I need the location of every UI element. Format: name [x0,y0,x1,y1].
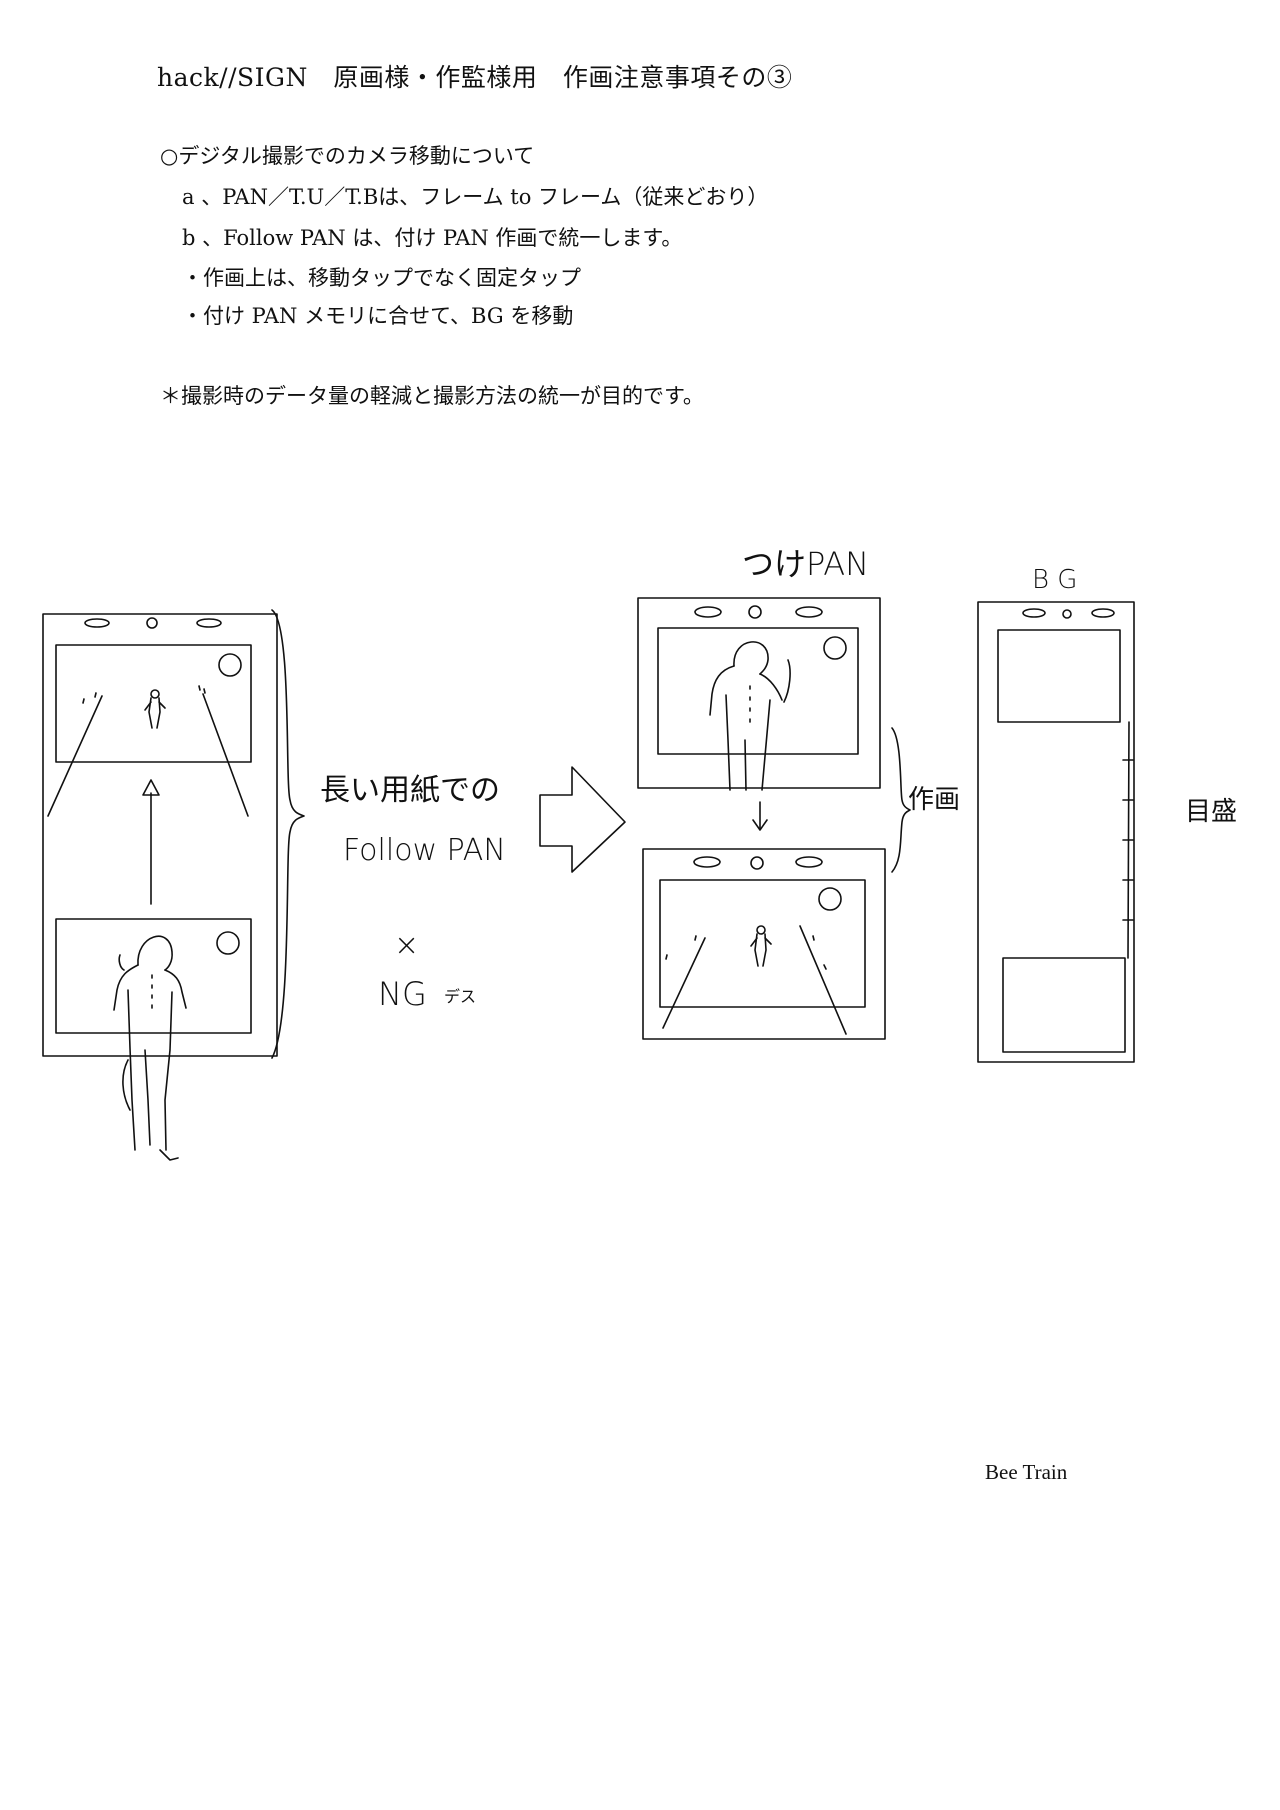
purpose-note: ＊撮影時のデータ量の軽減と撮影方法の統一が目的です。 [160,384,704,408]
big-right-arrow [539,766,626,873]
document-title: hack//SIGN 原画様・作監様用 作画注意事項その③ [157,63,793,92]
up-arrow [142,779,160,905]
ng-suffix: デス [444,987,476,1006]
item-b: b 、Follow PAN は、付け PAN 作画で統一します。 [182,226,683,250]
long-paper-sheet [42,613,278,1057]
bullet-move-bg: ・付け PAN メモリに合せて、BG を移動 [182,304,574,328]
bullet-fixed-tap: ・作画上は、移動タップでなく固定タップ [182,266,581,290]
section-heading: ○デジタル撮影でのカメラ移動について [160,144,535,168]
brace-left [271,609,305,1059]
sakuga-label: 作画 [908,785,960,815]
memori-label: 目盛 [1185,797,1237,827]
tsuke-pan-label: つけPAN [742,545,869,583]
ng-mark: × [394,928,419,963]
down-arrow [752,801,768,831]
bg-label: B G [1032,565,1077,595]
bg-sheet [977,601,1135,1063]
brace-sakuga [891,727,911,873]
studio-credit: Bee Train [985,1460,1068,1484]
frame-2-top-left [47,644,252,817]
bg-frame-bottom [1002,957,1126,1053]
ng-text: NG [378,975,427,1013]
frame-1-bottom-left [55,918,252,1161]
frame-1-middle-top [637,597,881,791]
frame-2-middle-bottom [642,848,886,1040]
item-a: a 、PAN／T.U／T.Bは、フレーム to フレーム（従来どおり） [182,185,769,209]
bg-frame-top [997,629,1121,723]
caption-follow-pan: Follow PAN [343,833,506,868]
caption-long-paper: 長い用紙での [320,773,500,808]
